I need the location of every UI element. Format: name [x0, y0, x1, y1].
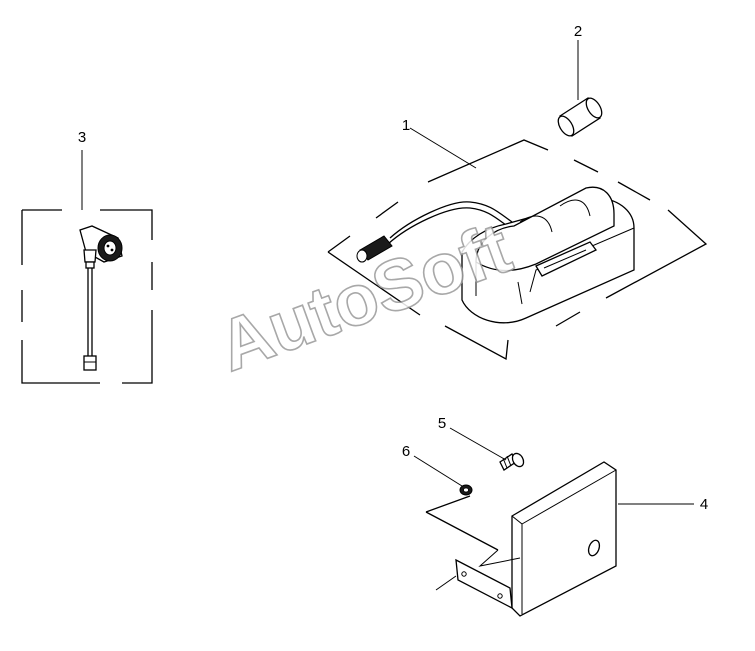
callout-4: 4	[700, 496, 708, 513]
callout-1: 1	[402, 117, 410, 134]
part-6-washer[interactable]	[459, 484, 473, 496]
part-4-bracket[interactable]	[425, 461, 617, 617]
callout-3: 3	[78, 129, 86, 146]
part-2-sleeve[interactable]	[555, 95, 605, 138]
callout-6: 6	[402, 443, 410, 460]
leader-line-6	[413, 455, 463, 487]
watermark-logo: AutoSoft	[208, 208, 521, 387]
cable-plug-icon	[356, 235, 393, 263]
callout-5: 5	[438, 415, 446, 432]
part-5-bolt[interactable]	[499, 451, 526, 471]
leader-line-1	[409, 127, 477, 169]
leader-line-5	[449, 427, 507, 461]
plug-terminal-icon	[83, 355, 97, 371]
callout-2: 2	[574, 23, 582, 40]
elbow-connector-icon	[79, 225, 123, 269]
part-3-connector-cable[interactable]	[21, 209, 153, 384]
part-1-module-assembly[interactable]	[327, 139, 708, 361]
